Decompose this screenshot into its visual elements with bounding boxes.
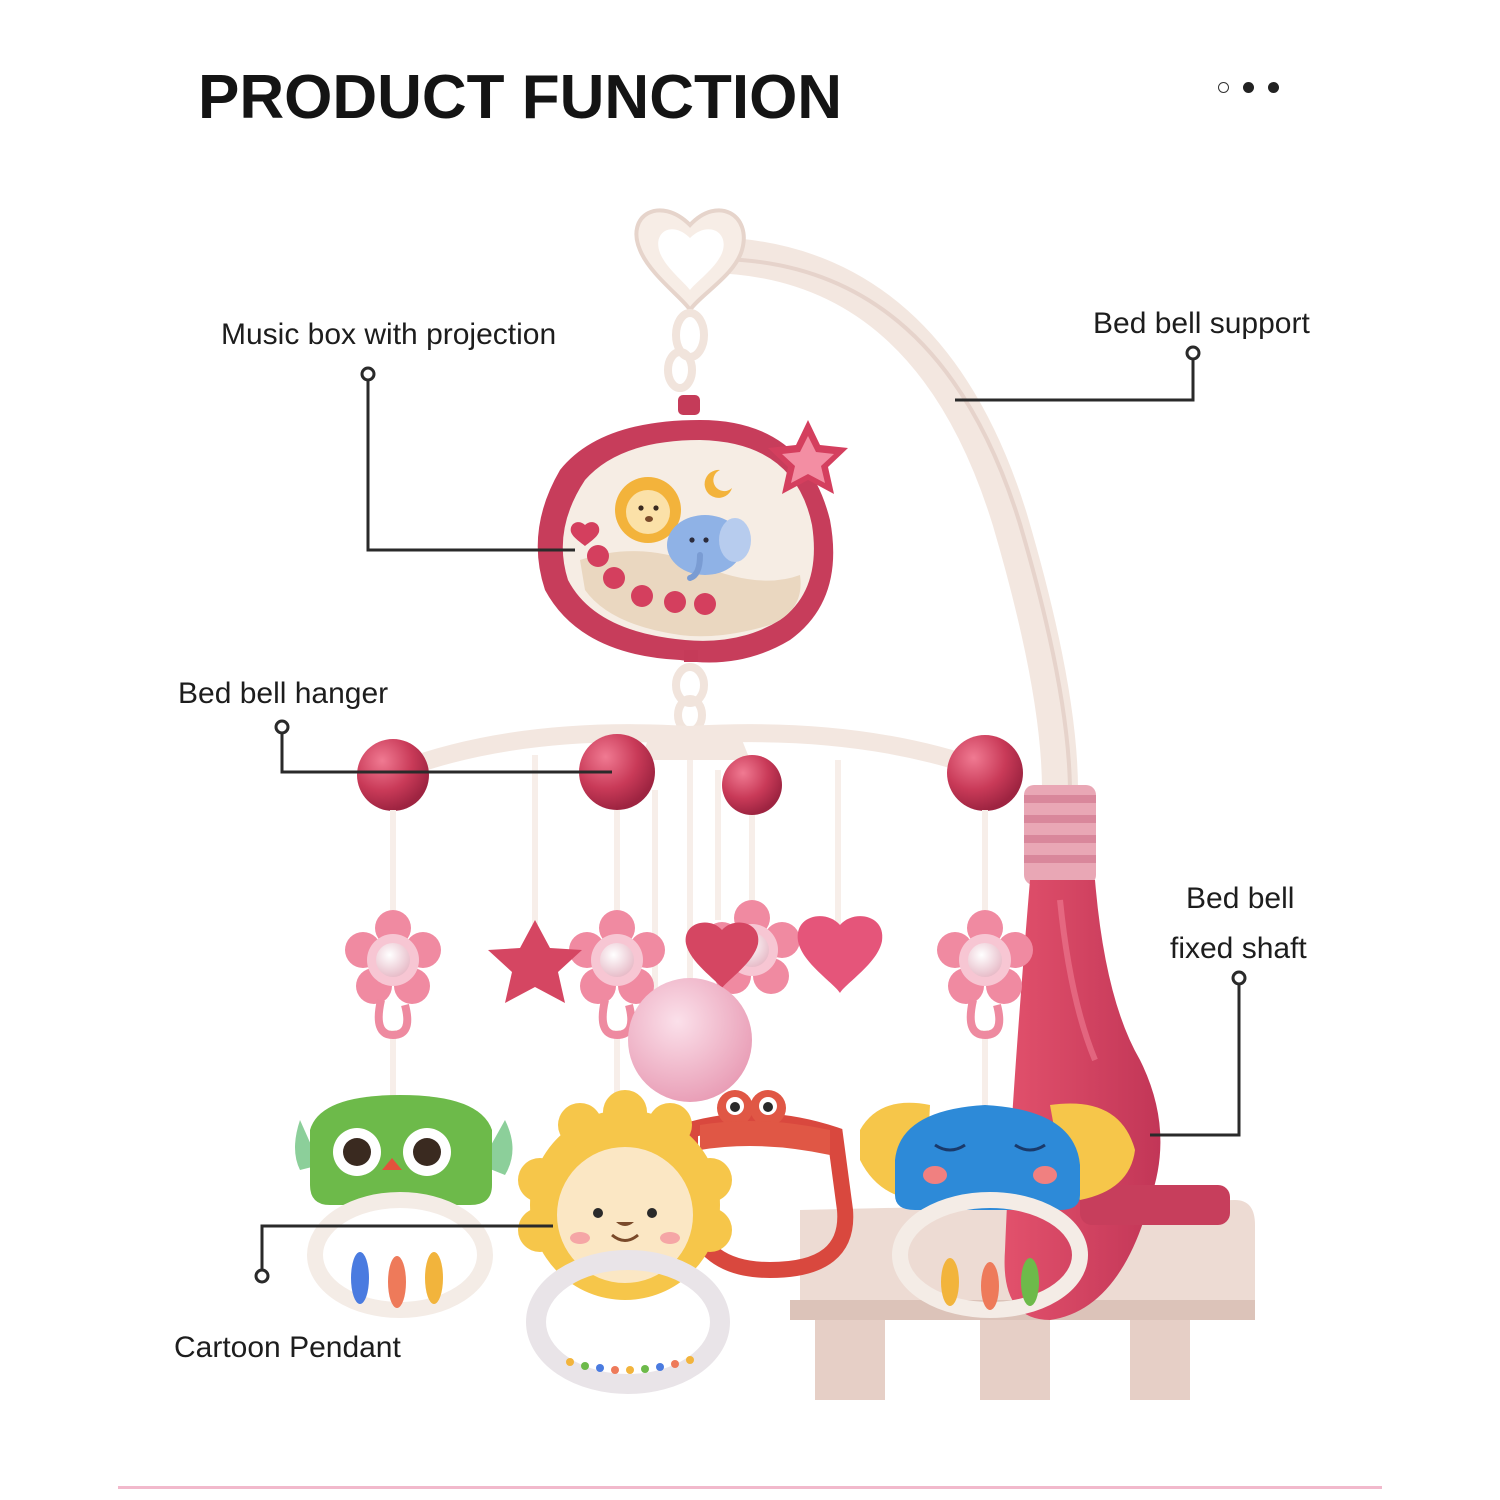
label-fixed-shaft-line1: Bed bell (1186, 882, 1295, 915)
bottom-divider (118, 1486, 1382, 1489)
callout-lines (254, 345, 1247, 1284)
lion-pendant (518, 1090, 732, 1394)
owl-pendant (295, 1095, 513, 1318)
label-music-box: Music box with projection (221, 318, 557, 351)
page-dot-3[interactable] (1268, 82, 1279, 93)
page-title: PRODUCT FUNCTION (198, 63, 843, 132)
label-bed-bell-support: Bed bell support (1093, 307, 1310, 340)
label-fixed-shaft-line2: fixed shaft (1170, 932, 1307, 965)
star-heart-pendants (488, 916, 883, 1102)
elephant-pendant (860, 1102, 1135, 1318)
page-dot-2[interactable] (1243, 82, 1254, 93)
bed-bell-hanger (357, 724, 1023, 815)
page-dot-1[interactable] (1218, 82, 1229, 93)
music-box (537, 420, 848, 735)
cartoon-pendants (295, 1090, 1135, 1394)
page-indicator[interactable] (1218, 82, 1279, 93)
bed-bell-support (634, 208, 1096, 885)
crab-pendant (682, 1090, 854, 1279)
label-bed-bell-hanger: Bed bell hanger (178, 677, 389, 710)
label-cartoon-pendant: Cartoon Pendant (174, 1331, 401, 1364)
hook-chain (664, 309, 708, 415)
